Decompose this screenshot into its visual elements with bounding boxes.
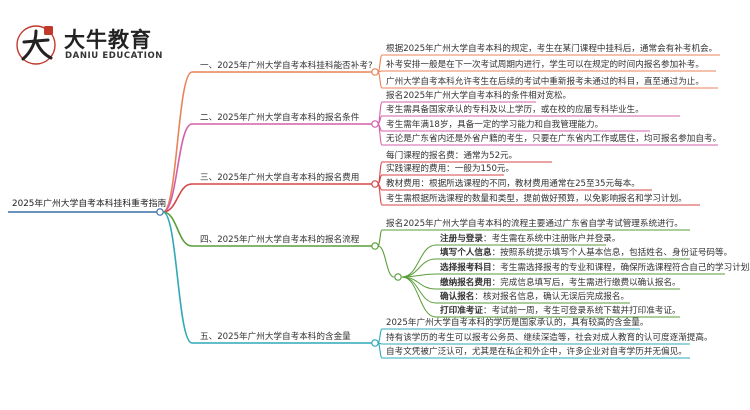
steps-node-dot	[394, 273, 402, 281]
item-link-5-1	[377, 328, 383, 344]
step-item: 缴纳报名费用：完成信息填写后，考生需进行缴费以确认报名。	[440, 278, 681, 289]
step-text: ：考生需在系统中注册账户并登录。	[482, 234, 621, 244]
logo-name-en: DANIU EDUCATION	[65, 51, 163, 61]
item-text-2-1: 报名2025年广州大学自考本科的条件相对宽松。	[386, 91, 572, 101]
item-text-2-3: 考生需年满18岁，具备一定的学习能力和自我管理能力。	[386, 120, 604, 130]
step-item: 选择报考科目：考生需选择报考的专业和课程，确保所选课程符合自己的学习计划。	[440, 263, 750, 274]
branch-node-dot-5	[371, 339, 379, 347]
step-key: 打印准考证	[440, 306, 483, 316]
step-text: ：完成信息填写后，考生需进行缴费以确认报名。	[491, 278, 681, 288]
item-text-3-1: 每门课程的报名费：通常为52元。	[386, 151, 518, 161]
step-key: 缴纳报名费用	[440, 278, 492, 288]
branch-label-2: 二、2025年广州大学自考本科的报名条件	[200, 113, 360, 123]
item-text-4-intro: 报名2025年广州大学自考本科的流程主要通过广东省自学考试管理系统进行。	[386, 219, 683, 229]
item-text-5-2: 持有该学历的考生可以报考公务员、继续深造等，社会对成人教育的认可度逐渐提高。	[386, 333, 713, 343]
item-link-4-intro	[377, 229, 383, 247]
item-link-1-1	[377, 54, 383, 73]
branch-label-3: 三、2025年广州大学自考本科的报名费用	[200, 173, 360, 183]
step-key: 确认报名	[440, 292, 475, 302]
branch-node-dot-3	[371, 180, 379, 188]
step-text: ：考生需选择报考的专业和课程，确保所选课程符合自己的学习计划。	[491, 263, 750, 273]
branch-link-3	[162, 183, 193, 213]
branch-node-dot-4	[371, 242, 379, 250]
logo-mark-icon	[16, 25, 56, 65]
step-key: 选择报考科目	[440, 263, 492, 273]
step-link-5	[401, 276, 437, 304]
step-link-1	[401, 244, 437, 278]
step-text: ：考试前一周，考生可登录系统下载并打印准考证。	[482, 306, 681, 316]
branch-label-1: 一、2025年广州大学自考本科挂科能否补考?	[200, 61, 373, 71]
logo-name-cn: 大牛教育	[64, 28, 152, 52]
item-text-1-3: 广州大学自考本科允许考生在后续的考试中重新报考未通过的科目，直至通过为止。	[386, 77, 704, 87]
item-text-5-3: 自考文凭被广泛认可，尤其是在私企和外企中，许多企业对自考学历并无偏见。	[386, 347, 687, 357]
step-key: 填写个人信息	[440, 248, 492, 258]
item-text-1-2: 补考安排一般是在下一次考试周期内进行，学生可以在规定的时间内报名参加补考。	[386, 60, 704, 70]
branch-label-5: 五、2025年广州大学自考本科的含金量	[200, 332, 351, 342]
step-text: ：按照系统提示填写个人基本信息，包括姓名、身份证号码等。	[491, 248, 733, 258]
step-link-6	[401, 276, 437, 318]
branch-link-1	[162, 71, 193, 213]
item-link-2-4	[377, 123, 383, 146]
branch-link-2	[162, 123, 193, 213]
step-text: ：核对报名信息，确认无误后完成报名。	[474, 292, 630, 302]
item-link-4-steps	[377, 245, 395, 278]
item-text-5-1: 2025年广州大学自考本科的学历是国家承认的，具有较高的含金量。	[386, 318, 649, 328]
step-key: 注册与登录	[440, 234, 483, 244]
branch-link-4	[162, 211, 193, 247]
item-link-1-3	[377, 71, 383, 89]
item-text-3-4: 考生需根据所选课程的数量和类型，提前做好预算，以免影响报名和学习计划。	[386, 194, 687, 204]
branch-label-4: 四、2025年广州大学自考本科的报名流程	[200, 235, 360, 245]
step-item: 打印准考证：考试前一周，考生可登录系统下载并打印准考证。	[440, 306, 681, 317]
step-item: 确认报名：核对报名信息，确认无误后完成报名。	[440, 292, 629, 303]
item-text-2-2: 考生需具备国家承认的专科及以上学历，或在校的应届专科毕业生。	[386, 105, 644, 115]
item-link-5-3	[377, 342, 383, 359]
branch-node-dot-2	[371, 120, 379, 128]
item-text-1-1: 根据2025年广州大学自考本科的规定，考生在某门课程中挂科后，通常会有补考机会。	[386, 44, 718, 54]
root-label: 2025年广州大学自考本科挂科重考指南	[12, 199, 167, 209]
item-text-3-3: 教材费用：根据所选课程的不同，教材费用通常在25至35元每本。	[386, 179, 640, 189]
item-text-2-4: 无论是广东省内还是外省户籍的考生，只要在广东省内工作或居住，均可报名参加自考。	[386, 134, 722, 144]
step-item: 注册与登录：考生需在系统中注册账户并登录。	[440, 234, 621, 245]
item-link-3-4	[377, 183, 383, 206]
logo: 大牛教育 DANIU EDUCATION	[14, 22, 174, 70]
branch-link-5	[162, 211, 193, 344]
item-text-3-2: 实践课程的费用：一般为150元。	[386, 164, 515, 174]
step-item: 填写个人信息：按照系统提示填写个人基本信息，包括姓名、身份证号码等。	[440, 248, 732, 259]
